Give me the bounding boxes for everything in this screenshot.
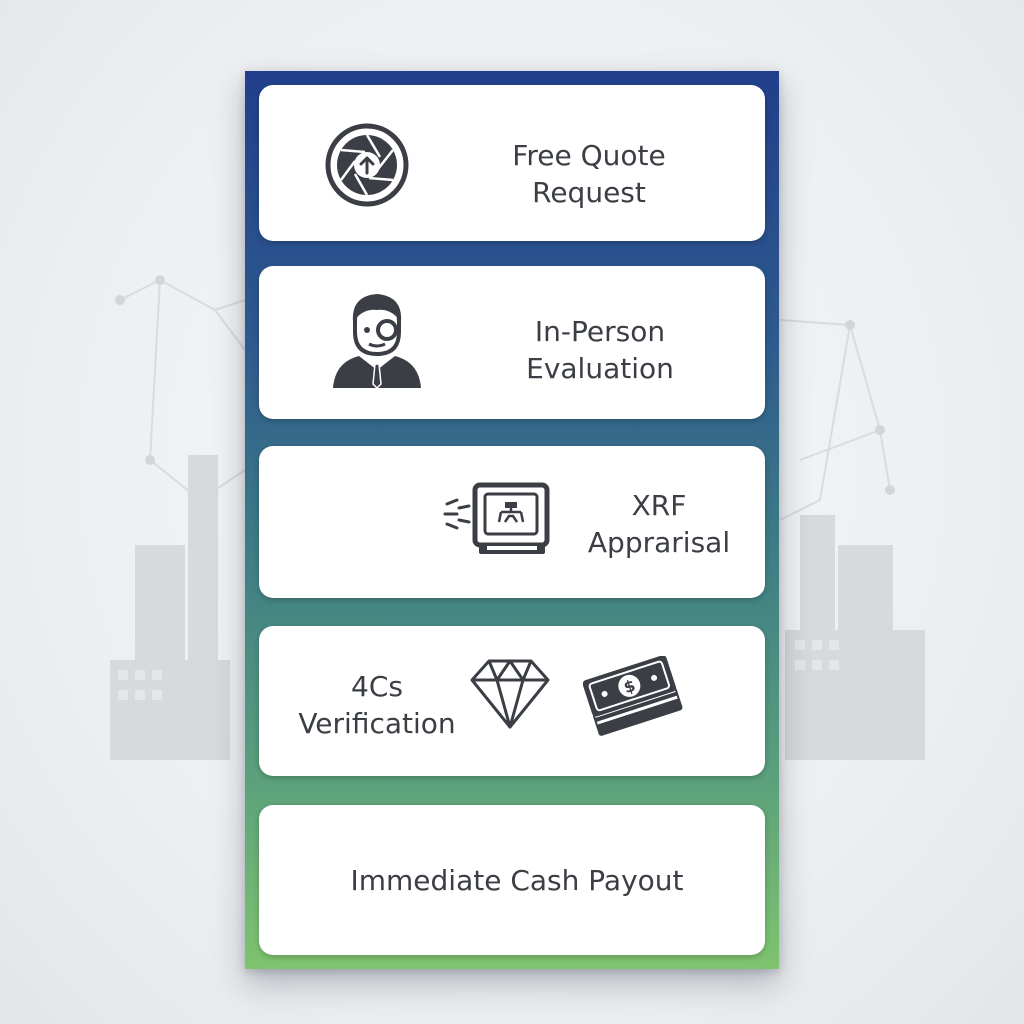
step-card-xrf: XRF Apprarisal: [259, 446, 765, 598]
camera-shutter-upload-icon: [325, 123, 409, 207]
step-label: 4Cs Verification: [298, 670, 456, 740]
appraiser-person-icon: [333, 294, 421, 390]
step-card-4cs: 4Cs Verification $: [259, 626, 765, 776]
step-label: Immediate Cash Payout: [350, 864, 684, 897]
step-card-cash-payout: Immediate Cash Payout: [259, 805, 765, 955]
step-label: In-Person Evaluation: [526, 315, 674, 385]
xrf-scanner-icon: [443, 482, 550, 554]
diamond-icon: [470, 659, 550, 729]
step-card-free-quote: Free Quote Request: [259, 85, 765, 241]
step-label: Free Quote Request: [512, 139, 666, 209]
step-card-in-person: In-Person Evaluation: [259, 266, 765, 419]
cash-stack-icon: $: [583, 656, 683, 736]
svg-text:$: $: [621, 676, 637, 698]
step-label: XRF Apprarisal: [587, 489, 731, 559]
